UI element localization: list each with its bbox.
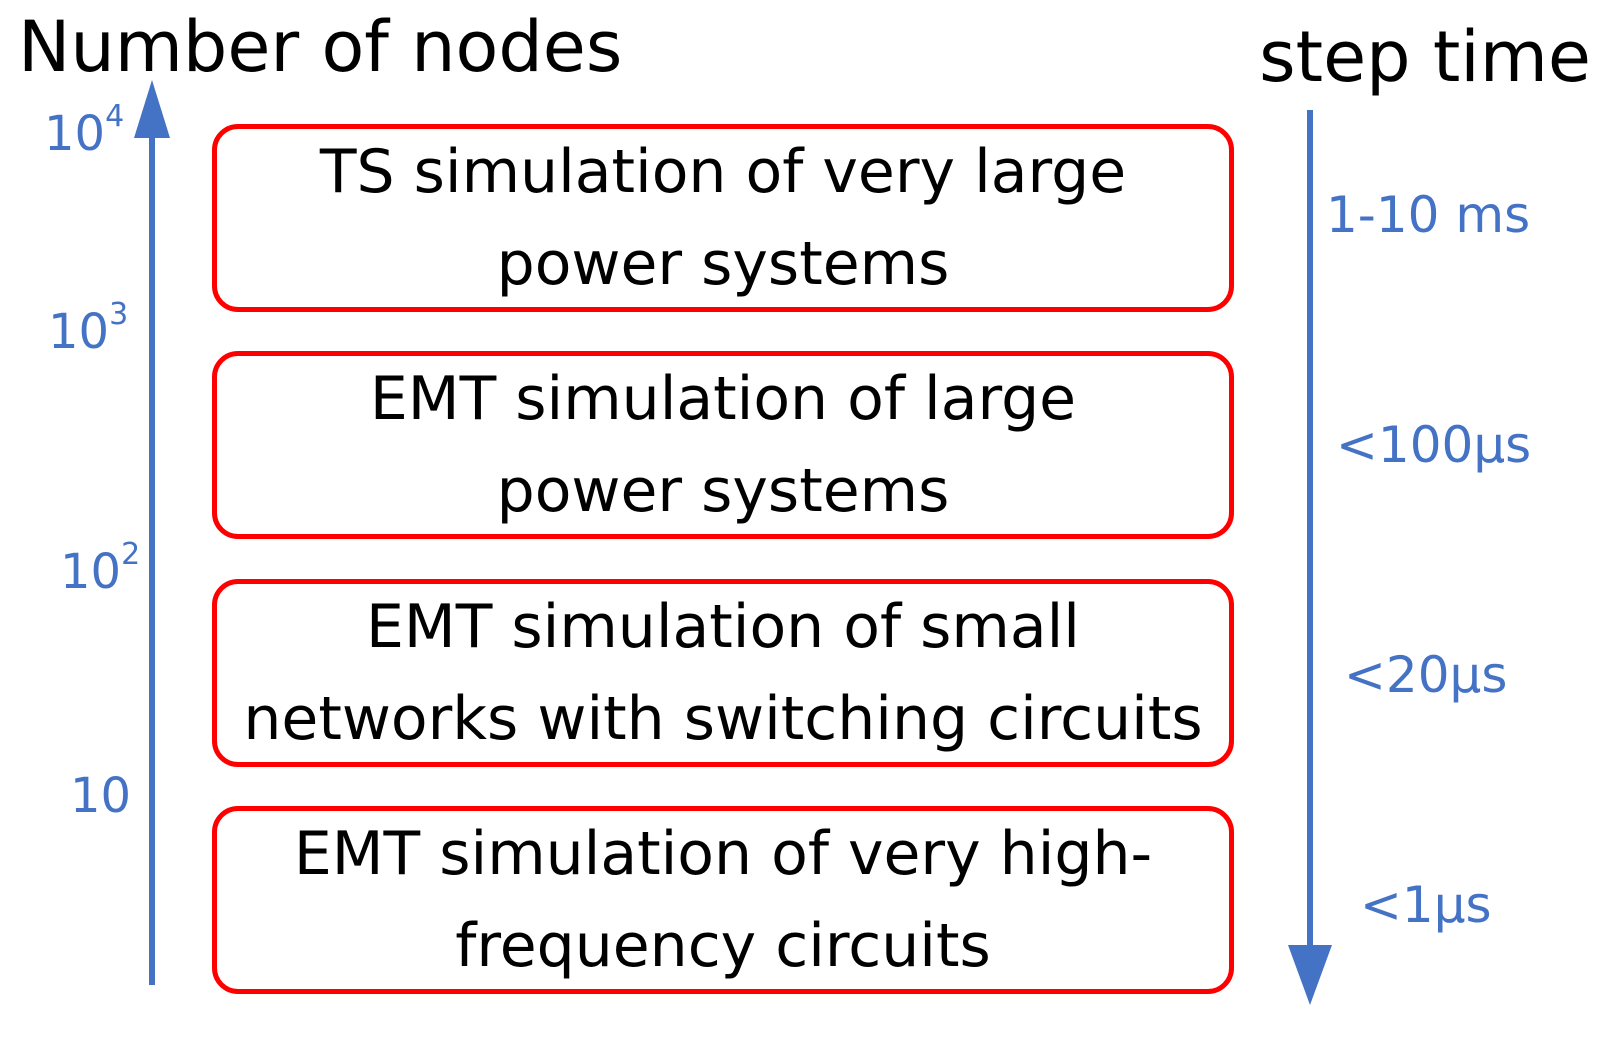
simulation-box-ts-very-large: TS simulation of very large power system… bbox=[212, 124, 1234, 312]
left-up-arrow bbox=[134, 80, 170, 985]
simulation-box-label: EMT simulation of large power systems bbox=[369, 364, 1077, 526]
simulation-box-emt-large: EMT simulation of large power systems bbox=[212, 351, 1234, 539]
node-tick-label: 104 bbox=[44, 99, 125, 162]
node-tick-label: 102 bbox=[60, 537, 141, 600]
right-down-arrow bbox=[1288, 110, 1332, 1005]
step-time-label: <100µs bbox=[1336, 416, 1532, 474]
simulation-box-emt-high-frequency: EMT simulation of very high- frequency c… bbox=[212, 806, 1234, 994]
node-tick-label: 10 bbox=[70, 768, 132, 824]
node-tick-label: 103 bbox=[48, 297, 129, 360]
simulation-box-emt-small: EMT simulation of small networks with sw… bbox=[212, 579, 1234, 767]
simulation-box-label: TS simulation of very large power system… bbox=[319, 137, 1127, 299]
step-time-label: <20µs bbox=[1344, 646, 1508, 704]
step-time-label: <1µs bbox=[1360, 876, 1492, 934]
left-axis-title: Number of nodes bbox=[18, 6, 623, 88]
step-time-label: 1-10 ms bbox=[1326, 186, 1531, 244]
simulation-box-label: EMT simulation of small networks with sw… bbox=[243, 592, 1203, 754]
simulation-box-label: EMT simulation of very high- frequency c… bbox=[293, 819, 1153, 981]
right-axis-title: step time bbox=[1259, 16, 1591, 98]
